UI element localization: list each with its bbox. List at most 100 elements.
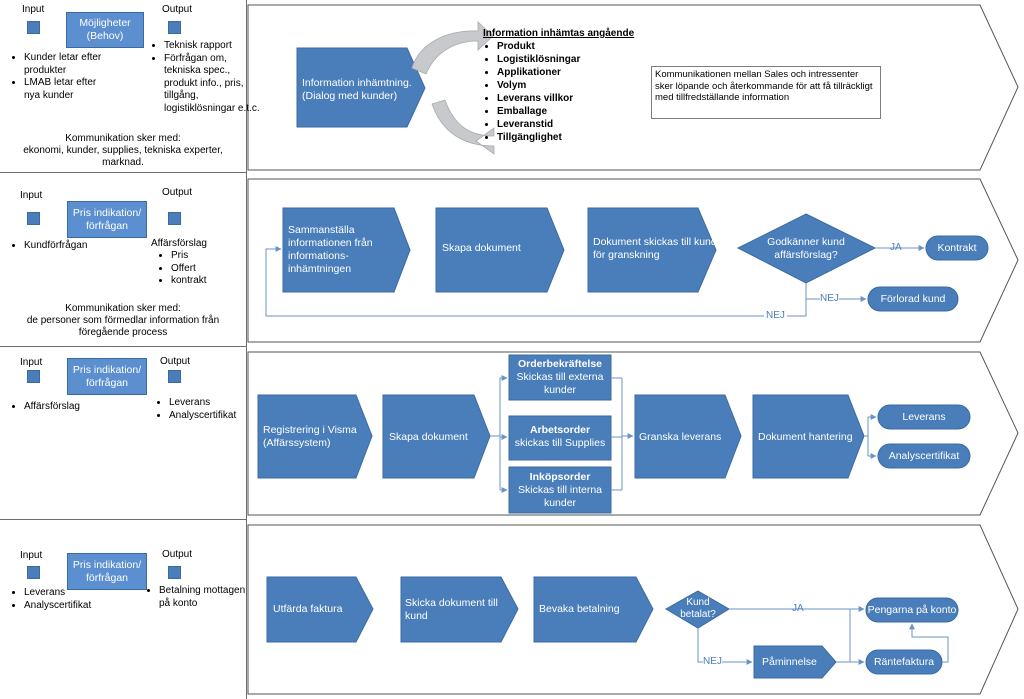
row3-end1-shape [877, 404, 971, 430]
row4-step3-label: Bevaka betalning [539, 603, 620, 615]
row3-output-square [168, 370, 181, 383]
row3-outputs-list: Leverans Analyscertifikat [151, 397, 236, 422]
row-divider-1 [0, 172, 247, 173]
row1-input-item: LMAB letar efter nya kunder [24, 77, 114, 102]
row1-output-square [168, 21, 181, 34]
row1-info-item: Logistiklösningar [497, 53, 634, 66]
row4-reminder-label: Påminnelse [762, 656, 817, 668]
cycle-arrow-bottom [431, 99, 495, 155]
row3-branch2-title: Arbetsorder [529, 424, 591, 436]
row2-end-yes-shape [925, 235, 989, 261]
row1-output-item: Teknisk rapport [164, 40, 264, 53]
row4-inputs-list: Leverans Analyscertifikat [6, 587, 91, 612]
row4-step2-label: Skicka dokument till kund [405, 597, 498, 622]
row1-outputs-list: Teknisk rapport Förfrågan om, tekniska s… [146, 40, 264, 115]
row1-note: Kommunikationen mellan Sales och intress… [651, 66, 881, 119]
row4-output-label: Output [162, 549, 193, 560]
row3-input-label: Input [20, 357, 43, 368]
row2-output-heading: Affärsförslag [151, 238, 207, 249]
row3-input-square [27, 370, 40, 383]
row4-output-item: Betalning mottagen på konto [159, 585, 249, 610]
row2-input-label: Input [20, 190, 43, 201]
row4-no-label: NEJ [703, 656, 722, 667]
row1-input-label: Input [22, 4, 45, 15]
row2-output-item: Offert [171, 263, 207, 276]
row3-output-item: Leverans [169, 397, 236, 410]
row3-branch3-title: Inköpsorder [529, 471, 591, 483]
row4-step2-shape [400, 576, 519, 643]
row1-info-gathering-label: Information inhämtning. (Dialog med kund… [302, 77, 412, 102]
row4-input-label: Input [20, 550, 43, 561]
row2-output-item: Pris [171, 250, 207, 263]
row2-process-box: Pris indikation/ förfrågan [67, 201, 147, 238]
row4-step1-shape [266, 576, 374, 643]
row3-step4-shape [752, 394, 865, 479]
row3-branch3-shape [508, 466, 612, 514]
row4-output-square [168, 566, 181, 579]
row2-input-item: Kundförfrågan [24, 240, 87, 253]
row3-step3-label: Granska leverans [639, 431, 722, 443]
row1-inputs-list: Kunder letar efter produkter LMAB letar … [6, 52, 114, 102]
row2-step2-label: Skapa dokument [442, 242, 521, 254]
row2-step3-shape [587, 207, 717, 293]
row1-output-label: Output [162, 4, 193, 15]
row2-outputs-list: Pris Offert kontrakt [153, 250, 207, 288]
row4-input-item: Analyscertifikat [24, 600, 91, 613]
row1-input-item: Kunder letar efter produkter [24, 52, 114, 77]
row-divider-2 [0, 346, 247, 347]
row2-output-square [168, 212, 181, 225]
row3-step2-shape [382, 394, 491, 479]
row1-info-item: Leveranstid [497, 118, 634, 131]
row3-end2-shape [877, 443, 971, 469]
row1-input-square [27, 21, 40, 34]
row1-process-box: Möjligheter (Behov) [66, 12, 144, 48]
row3-branch2-shape [508, 415, 612, 461]
row2-end-yes-label: Kontrakt [937, 242, 977, 254]
row1-info-item: Volym [497, 79, 634, 92]
row1-info-item: Tillgänglighet [497, 131, 634, 144]
row3-branch1-text: Skickas till externa kunder [516, 371, 604, 396]
row4-interest-label: Räntefaktura [873, 656, 935, 668]
row2-line-loop [265, 246, 807, 317]
row4-input-item: Leverans [24, 587, 91, 600]
row2-output-label: Output [162, 187, 193, 198]
row-divider-3 [0, 519, 247, 520]
row2-input-square [27, 212, 40, 225]
row4-yes-label: JA [792, 603, 804, 614]
row2-communication: Kommunikation sker med: de personer som … [26, 303, 220, 338]
row3-end2-label: Analyscertifikat [888, 450, 960, 462]
row3-branch3-text: Skickas till interna kunder [517, 484, 603, 509]
row2-no-label: NEJ [820, 293, 839, 304]
row4-step1-label: Utfärda faktura [273, 603, 343, 615]
row2-step1-shape [282, 207, 411, 293]
row4-process-box: Pris indikation/ förfrågan [67, 553, 147, 590]
row2-no-loop-label: NEJ [764, 310, 787, 321]
row1-info-heading: Information inhämtas angående [483, 28, 635, 39]
row4-decision-label: Kund betalat? [680, 597, 716, 620]
row2-step1-label: Sammanställa informationen från informat… [288, 224, 373, 275]
row4-step3-shape [533, 576, 654, 643]
row3-step4-label: Dokument hantering [758, 431, 853, 443]
row3-input-item: Affärsförslag [24, 401, 80, 414]
row1-info-list: Information inhämtas angående Produkt Lo… [483, 27, 634, 144]
row3-output-item: Analyscertifikat [169, 410, 236, 423]
row2-yes-label: JA [890, 242, 902, 253]
row3-end1-label: Leverans [902, 411, 946, 423]
row3-output-label: Output [160, 356, 191, 367]
row2-step2-shape [435, 207, 565, 293]
row1-info-item: Leverans villkor [497, 92, 634, 105]
row3-process-box: Pris indikation/ förfrågan [67, 358, 147, 395]
row4-end-label: Pengarna på konto [867, 604, 957, 616]
row1-info-item: Produkt [497, 40, 634, 53]
row3-branch2-text: skickas till Supplies [514, 437, 606, 449]
row4-outputs-list: Betalning mottagen på konto [141, 585, 249, 610]
row4-end-shape [865, 597, 959, 623]
row3-inputs-list: Affärsförslag [6, 401, 80, 414]
row3-branch1-shape [508, 354, 612, 401]
row2-step3-label: Dokument skickas till kund för gransknin… [593, 236, 717, 261]
cycle-arrow-top [411, 21, 494, 75]
row3-branch1-title: Orderbekräftelse [517, 358, 603, 370]
row2-end-no-shape [867, 286, 959, 312]
row3-step3-shape [634, 394, 742, 479]
row1-info-gathering-box [296, 47, 426, 128]
